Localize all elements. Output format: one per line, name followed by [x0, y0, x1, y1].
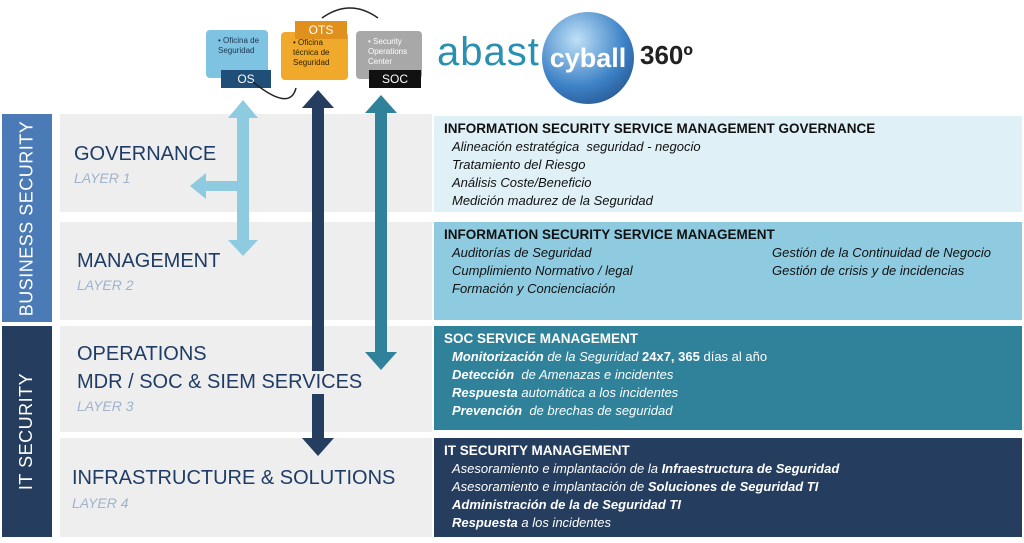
box-line-segment: Gestión de la Continuidad de Negocio — [772, 245, 991, 260]
layer-3-title: OPERATIONS — [77, 343, 207, 365]
box-line-segment: Infraestructura de Seguridad — [661, 461, 840, 476]
box-line-segment: Análisis Coste/Beneficio — [452, 175, 592, 190]
box-line: Asesoramiento e implantación de Solucion… — [444, 478, 1012, 496]
box-line-segment: Cumplimiento Normativo / legal — [452, 263, 633, 278]
box-line-segment: automática a los incidentes — [517, 385, 679, 400]
box-line-segment: días al año — [699, 349, 768, 364]
box-line: Asesoramiento e implantación de la Infra… — [444, 460, 1012, 478]
layer-4-title: INFRASTRUCTURE & SOLUTIONS — [72, 467, 396, 489]
box-line: Alineación estratégica seguridad - negoc… — [444, 138, 1012, 156]
box-line-segment: Detección — [452, 367, 515, 382]
layer-4-row — [60, 438, 432, 537]
box-line-segment: Gestión de crisis y de incidencias — [772, 263, 965, 278]
box-heading: IT SECURITY MANAGEMENT — [444, 443, 630, 458]
layer-3-subtitle: MDR / SOC & SIEM SERVICES — [77, 371, 363, 394]
box-line-segment: Auditorías de Seguridad — [452, 245, 592, 260]
abast-logo-text: abast — [437, 30, 540, 74]
box-line-segment: Monitorización — [452, 349, 544, 364]
box-line-segment: Formación y Concienciación — [452, 281, 616, 296]
layer-3-label: LAYER 3 — [77, 398, 134, 414]
cyball-text: cyball — [549, 42, 627, 73]
it-security-band: IT SECURITY — [2, 326, 52, 537]
box-line: Gestión de crisis y de incidencias — [764, 262, 991, 280]
box-line-segment: Respuesta — [452, 515, 518, 530]
it-security-box: IT SECURITY MANAGEMENT Asesoramiento e im… — [434, 438, 1022, 537]
os-tag: OS — [221, 70, 271, 88]
box-line: Prevención de brechas de seguridad — [444, 402, 1012, 420]
box-line-segment: Medición madurez de la Seguridad — [452, 193, 653, 208]
box-line: Tratamiento del Riesgo — [444, 156, 1012, 174]
os-card-text: Oficina de Seguridad — [218, 36, 260, 55]
box-line: Cumplimiento Normativo / legal — [444, 262, 764, 280]
cyball-sphere-logo: cyball — [542, 12, 634, 104]
layer-1-title: GOVERNANCE — [74, 143, 217, 165]
os-double-arrow — [190, 100, 258, 256]
layer-2-label: LAYER 2 — [77, 277, 134, 293]
box-line-segment: Asesoramiento e implantación de la — [452, 461, 662, 476]
layer-4-label: LAYER 4 — [72, 495, 129, 511]
box-line-segment: Asesoramiento e implantación de — [452, 479, 648, 494]
box-heading: SOC SERVICE MANAGEMENT — [444, 331, 639, 346]
soc-box: SOC SERVICE MANAGEMENT Monitorización de … — [434, 326, 1022, 430]
soc-tag: SOC — [369, 70, 421, 88]
box-line: Respuesta automática a los incidentes — [444, 384, 1012, 402]
box-line: Auditorías de Seguridad — [444, 244, 764, 262]
box-line-segment: Respuesta — [452, 385, 518, 400]
box-line: Monitorización de la Seguridad 24x7, 365… — [444, 348, 1012, 366]
layer-1-label: LAYER 1 — [74, 170, 131, 186]
box-line-segment: Soluciones de Seguridad TI — [647, 479, 819, 494]
layer-2-title: MANAGEMENT — [77, 250, 221, 272]
soc-card-text: Security Operations Center — [368, 37, 408, 66]
box-heading: INFORMATION SECURITY SERVICE MANAGEMENT — [444, 227, 775, 242]
logo-360: 360º — [640, 40, 693, 70]
business-security-band: BUSINESS SECURITY — [2, 114, 52, 322]
box-line: Respuesta a los incidentes — [444, 514, 1012, 532]
box-line: Medición madurez de la Seguridad — [444, 192, 1012, 210]
box-line: Gestión de la Continuidad de Negocio — [764, 244, 991, 262]
box-line-segment: Prevención — [452, 403, 523, 418]
box-line-segment: de Amenazas e incidentes — [514, 367, 674, 382]
box-line: Administración de la de Seguridad TI — [444, 496, 1012, 514]
governance-box: INFORMATION SECURITY SERVICE MANAGEMENT … — [434, 116, 1022, 212]
ots-card-text: Oficina técnica de Seguridad — [293, 38, 330, 67]
box-line-segment: de brechas de seguridad — [522, 403, 673, 418]
box-line-segment: 24x7, 365 — [642, 349, 700, 364]
box-line: Análisis Coste/Beneficio — [444, 174, 1012, 192]
ots-tag: OTS — [295, 21, 347, 39]
box-line-segment: Tratamiento del Riesgo — [452, 157, 586, 172]
ots-double-arrow — [302, 90, 334, 456]
box-line-segment: a los incidentes — [517, 515, 611, 530]
box-line: Detección de Amenazas e incidentes — [444, 366, 1012, 384]
box-line-segment: Alineación estratégica seguridad - negoc… — [452, 139, 701, 154]
soc-double-arrow — [365, 95, 397, 370]
box-line: Formación y Concienciación — [444, 280, 764, 298]
box-line-segment: Administración de la de Seguridad TI — [452, 497, 681, 512]
ots-card: • Oficina técnica de Seguridad — [281, 32, 348, 80]
box-line-segment: de la Seguridad — [543, 349, 643, 364]
box-heading: INFORMATION SECURITY SERVICE MANAGEMENT … — [444, 121, 876, 136]
management-box: INFORMATION SECURITY SERVICE MANAGEMENT A… — [434, 222, 1022, 320]
